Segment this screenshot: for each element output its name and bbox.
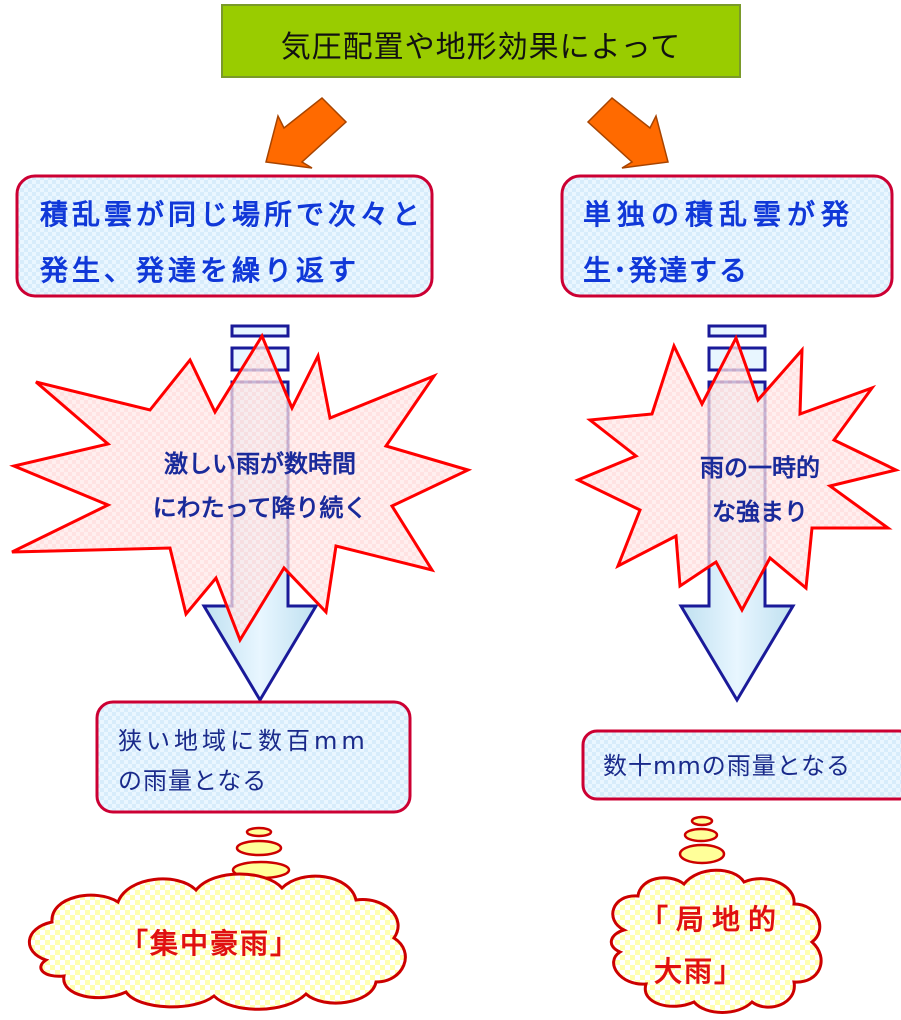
right-burst: [574, 334, 901, 614]
left-result-box: [95, 700, 412, 814]
left-cause-line: 発生、発達を繰り返す: [40, 254, 361, 287]
right-cloud-line: 「局地的: [640, 903, 785, 936]
left-result-line: の雨量となる: [118, 767, 268, 795]
right-result-box: [581, 729, 901, 801]
left-cause-text: 積乱雲が同じ場所で次々と 発生、発達を繰り返す: [40, 192, 424, 294]
right-result-text: 数十mmの雨量となる: [603, 752, 852, 780]
left-effect-text: 激しい雨が数時間 にわたって降り続く: [120, 442, 400, 530]
left-result-line: 狭い地域に数百mm: [118, 727, 369, 755]
right-cause-line: 単独の積乱雲が発: [583, 198, 856, 231]
right-cloud-label: 「局地的 大雨」: [640, 898, 784, 994]
right-effect-line: な強まり: [712, 498, 808, 526]
right-thought-bubbles: [678, 815, 726, 865]
left-result-text: 狭い地域に数百mm の雨量となる: [118, 721, 369, 801]
right-cause-box: [560, 174, 894, 298]
top-box-text: 気圧配置や地形効果によって: [280, 30, 682, 65]
right-cause-text: 単独の積乱雲が発 生･発達する: [583, 192, 855, 294]
top-box: [221, 4, 741, 78]
left-cause-box: [15, 174, 434, 298]
right-cloud: [609, 868, 823, 1014]
left-thought-bubbles: [231, 826, 291, 880]
left-burst: [9, 332, 473, 644]
right-effect-text: 雨の一時的 な強まり: [680, 446, 840, 534]
left-cloud-label: 「集中豪雨」: [120, 927, 301, 960]
orange-arrow-right: [586, 96, 669, 169]
right-cause-line: 生･発達する: [583, 254, 750, 287]
left-effect-line: にわたって降り続く: [152, 494, 368, 522]
orange-arrow-left: [265, 96, 348, 169]
right-effect-line: 雨の一時的: [700, 454, 820, 482]
right-cloud-line: 大雨」: [654, 955, 745, 988]
left-cause-line: 積乱雲が同じ場所で次々と: [40, 198, 425, 231]
left-cloud: [27, 872, 407, 1011]
left-effect-line: 激しい雨が数時間: [164, 450, 356, 478]
